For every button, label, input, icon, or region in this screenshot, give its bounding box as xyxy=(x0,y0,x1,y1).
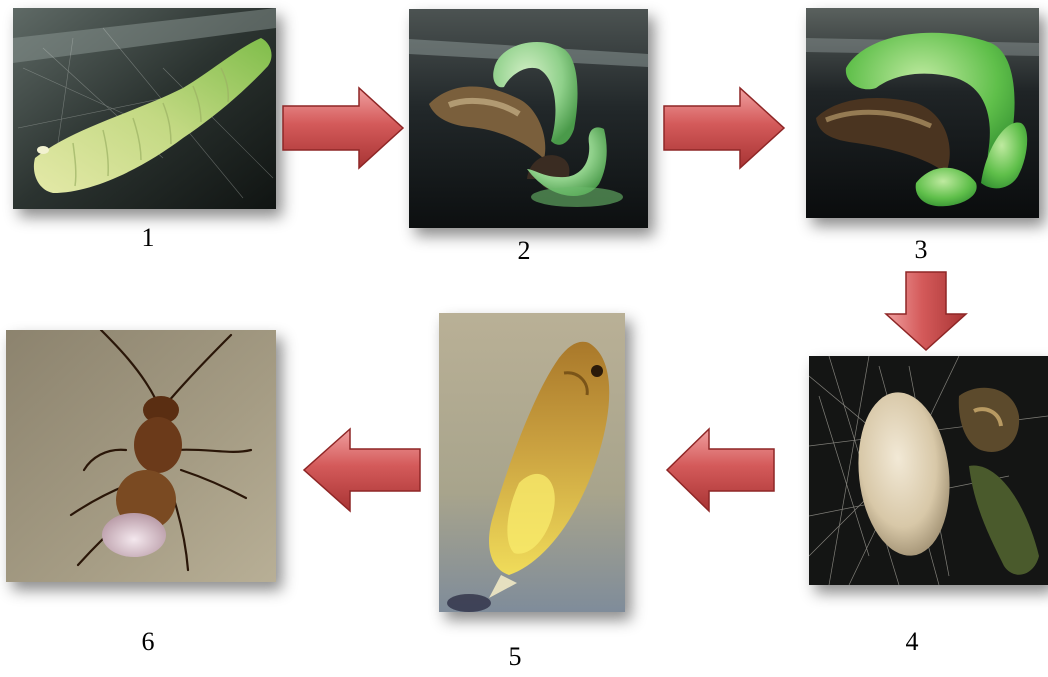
right-arrow-icon xyxy=(660,84,788,172)
stage-1-label: 1 xyxy=(128,223,168,253)
left-arrow-icon xyxy=(300,425,424,515)
down-arrow-icon xyxy=(882,268,970,354)
stage-6-label: 6 xyxy=(128,627,168,657)
arrow-2-to-3 xyxy=(660,84,788,172)
stage-5-photo xyxy=(439,313,625,612)
stage-4-label: 4 xyxy=(892,627,932,657)
larvae-host-remains-image xyxy=(806,8,1039,218)
stage-3-photo xyxy=(806,8,1039,218)
caterpillar-image xyxy=(13,8,276,209)
stage-2-label: 2 xyxy=(504,236,544,266)
stage-5-label: 5 xyxy=(495,642,535,672)
arrow-5-to-6 xyxy=(300,425,424,515)
larvae-emerging-image xyxy=(409,9,648,228)
stage-4-photo xyxy=(809,356,1048,585)
arrow-3-to-4 xyxy=(882,268,970,354)
pupa-image xyxy=(439,313,625,612)
right-arrow-icon xyxy=(279,84,407,172)
left-arrow-icon xyxy=(663,425,778,515)
arrow-1-to-2 xyxy=(279,84,407,172)
stage-2-photo xyxy=(409,9,648,228)
arrow-4-to-5 xyxy=(663,425,778,515)
cocoon-image xyxy=(809,356,1048,585)
stage-1-photo xyxy=(13,8,276,209)
adult-wasp-image xyxy=(6,330,276,582)
stage-3-label: 3 xyxy=(901,235,941,265)
stage-6-photo xyxy=(6,330,276,582)
